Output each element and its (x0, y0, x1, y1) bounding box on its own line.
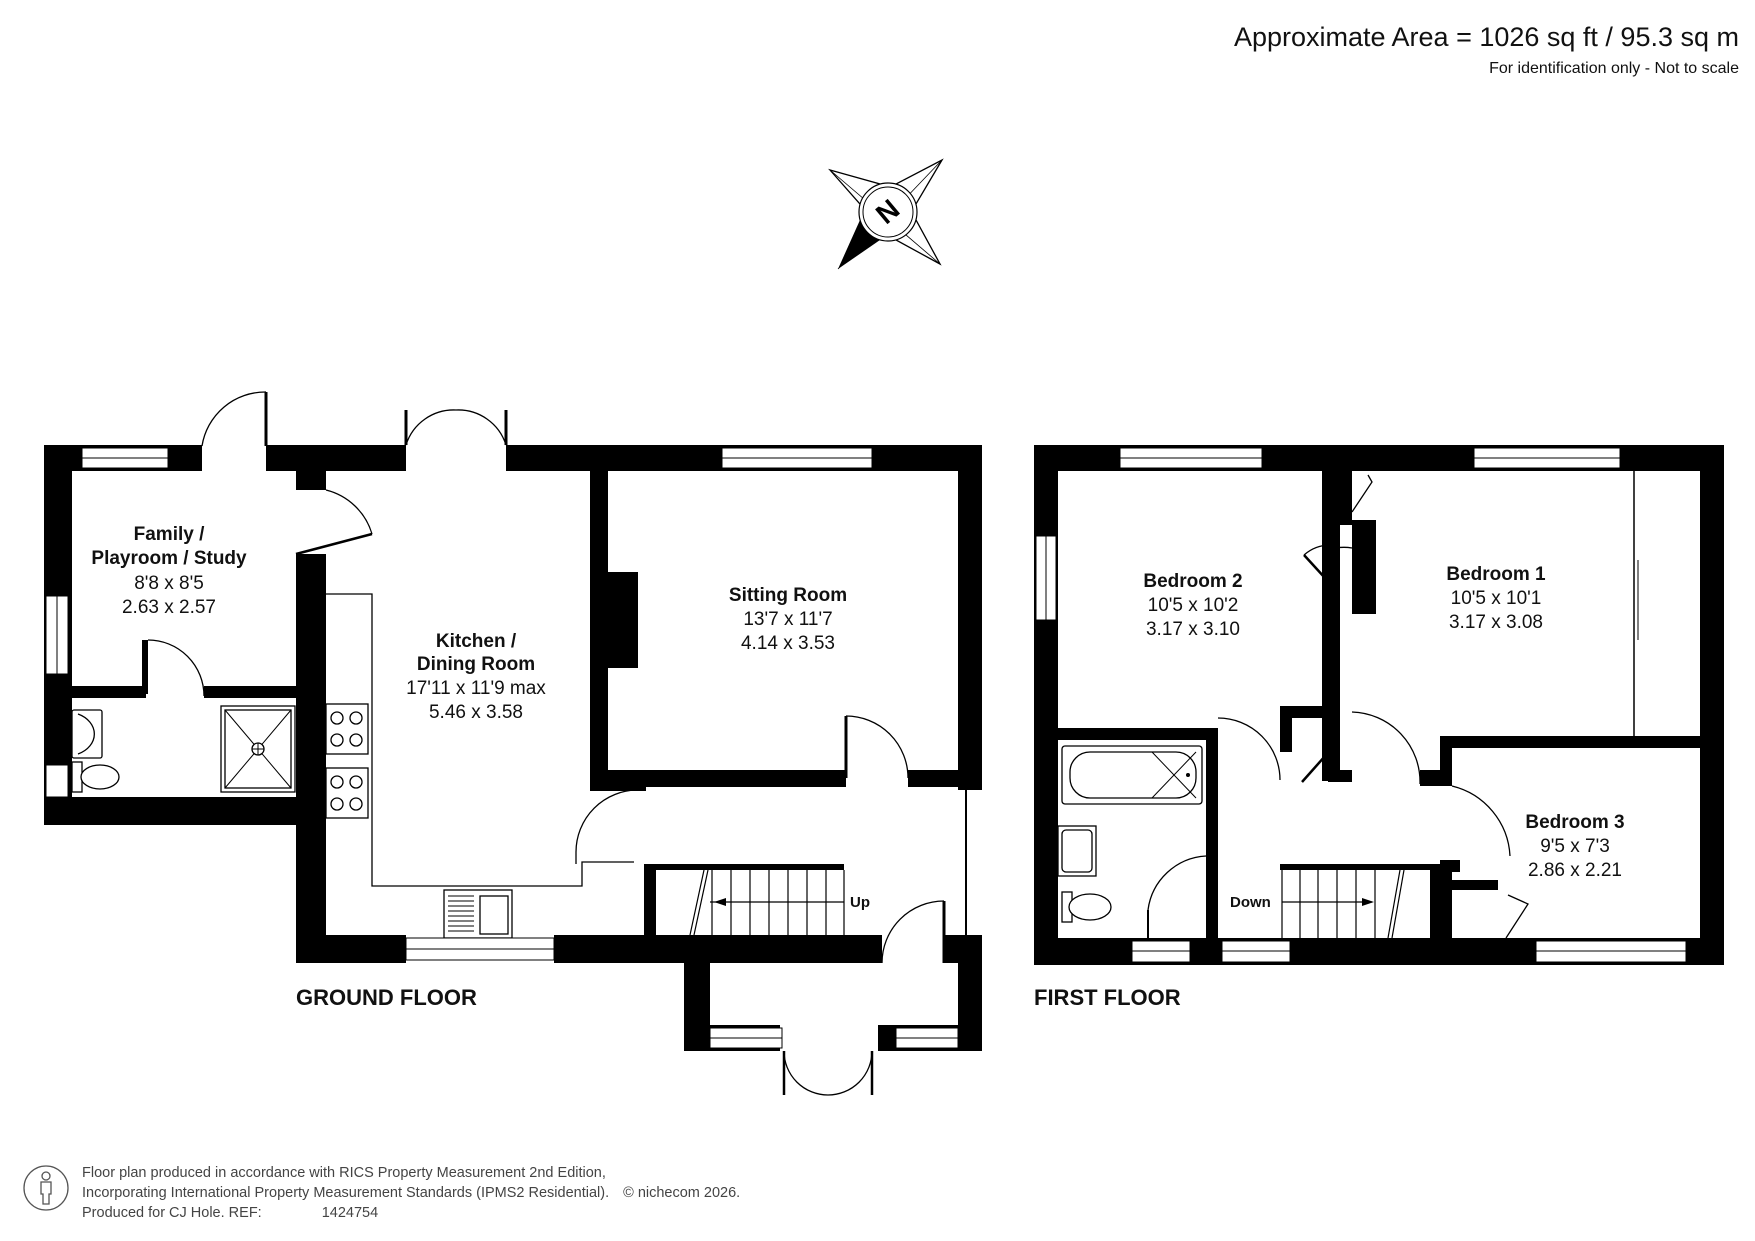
svg-text:Playroom / Study: Playroom / Study (91, 548, 247, 569)
reference-number: 1424754 (321, 1205, 379, 1221)
svg-text:3.17 x 3.10: 3.17 x 3.10 (1146, 619, 1240, 640)
svg-text:8'8 x 8'5: 8'8 x 8'5 (134, 573, 204, 594)
svg-text:4.14 x 3.53: 4.14 x 3.53 (741, 633, 835, 654)
ground-floor-plan: Up Family / Playroom / Study 8'8 x 8'5 2… (44, 391, 982, 1096)
north-compass-icon: N (828, 158, 944, 270)
room-bedroom-2: Bedroom 2 10'5 x 10'2 3.17 x 3.10 (1143, 571, 1242, 640)
footer-line-2: Incorporating International Property Mea… (82, 1185, 741, 1201)
svg-text:Bedroom 3: Bedroom 3 (1525, 812, 1624, 833)
svg-text:10'5 x 10'2: 10'5 x 10'2 (1148, 595, 1239, 616)
room-sitting-room: Sitting Room 13'7 x 11'7 4.14 x 3.53 (729, 585, 847, 654)
svg-text:2.63 x 2.57: 2.63 x 2.57 (122, 597, 216, 618)
copyright: © nichecom 2026. (623, 1185, 741, 1201)
svg-text:Kitchen /: Kitchen / (436, 631, 517, 652)
stairs-up-label: Up (850, 894, 870, 911)
svg-text:Dining Room: Dining Room (417, 654, 535, 675)
footer-line-1: Floor plan produced in accordance with R… (82, 1165, 606, 1181)
room-kitchen-dining: Kitchen / Dining Room 17'11 x 11'9 max 5… (406, 631, 546, 723)
svg-text:Sitting Room: Sitting Room (729, 585, 847, 606)
svg-text:10'5 x 10'1: 10'5 x 10'1 (1451, 588, 1542, 609)
room-bedroom-1: Bedroom 1 10'5 x 10'1 3.17 x 3.08 (1446, 564, 1546, 633)
svg-text:13'7 x 11'7: 13'7 x 11'7 (743, 609, 832, 630)
svg-text:5.46 x 3.58: 5.46 x 3.58 (429, 702, 523, 723)
svg-text:2.86 x 2.21: 2.86 x 2.21 (1528, 860, 1622, 881)
svg-text:17'11 x 11'9 max: 17'11 x 11'9 max (406, 678, 546, 699)
scale-disclaimer: For identification only - Not to scale (1489, 60, 1739, 77)
footer-credits: Floor plan produced in accordance with R… (82, 1163, 740, 1223)
first-floor-plan: Down Bedroom 2 10'5 x 10'2 3.17 x 3.10 B… (1034, 445, 1724, 1010)
svg-text:3.17 x 3.08: 3.17 x 3.08 (1449, 612, 1543, 633)
ground-floor-label: GROUND FLOOR (296, 985, 477, 1010)
stairs-down-label: Down (1230, 894, 1271, 911)
svg-text:Bedroom 1: Bedroom 1 (1446, 564, 1546, 585)
room-family-playroom-study: Family / Playroom / Study 8'8 x 8'5 2.63… (91, 524, 247, 618)
svg-text:Bedroom 2: Bedroom 2 (1143, 571, 1242, 592)
approximate-area: Approximate Area = 1026 sq ft / 95.3 sq … (1233, 22, 1739, 52)
first-floor-label: FIRST FLOOR (1034, 985, 1181, 1010)
svg-text:Family /: Family / (134, 524, 205, 545)
person-logo-icon (23, 1165, 69, 1211)
room-bedroom-3: Bedroom 3 9'5 x 7'3 2.86 x 2.21 (1525, 812, 1624, 881)
footer-line-3: Produced for CJ Hole. REF:1424754 (82, 1205, 379, 1221)
svg-text:9'5 x 7'3: 9'5 x 7'3 (1540, 836, 1610, 857)
